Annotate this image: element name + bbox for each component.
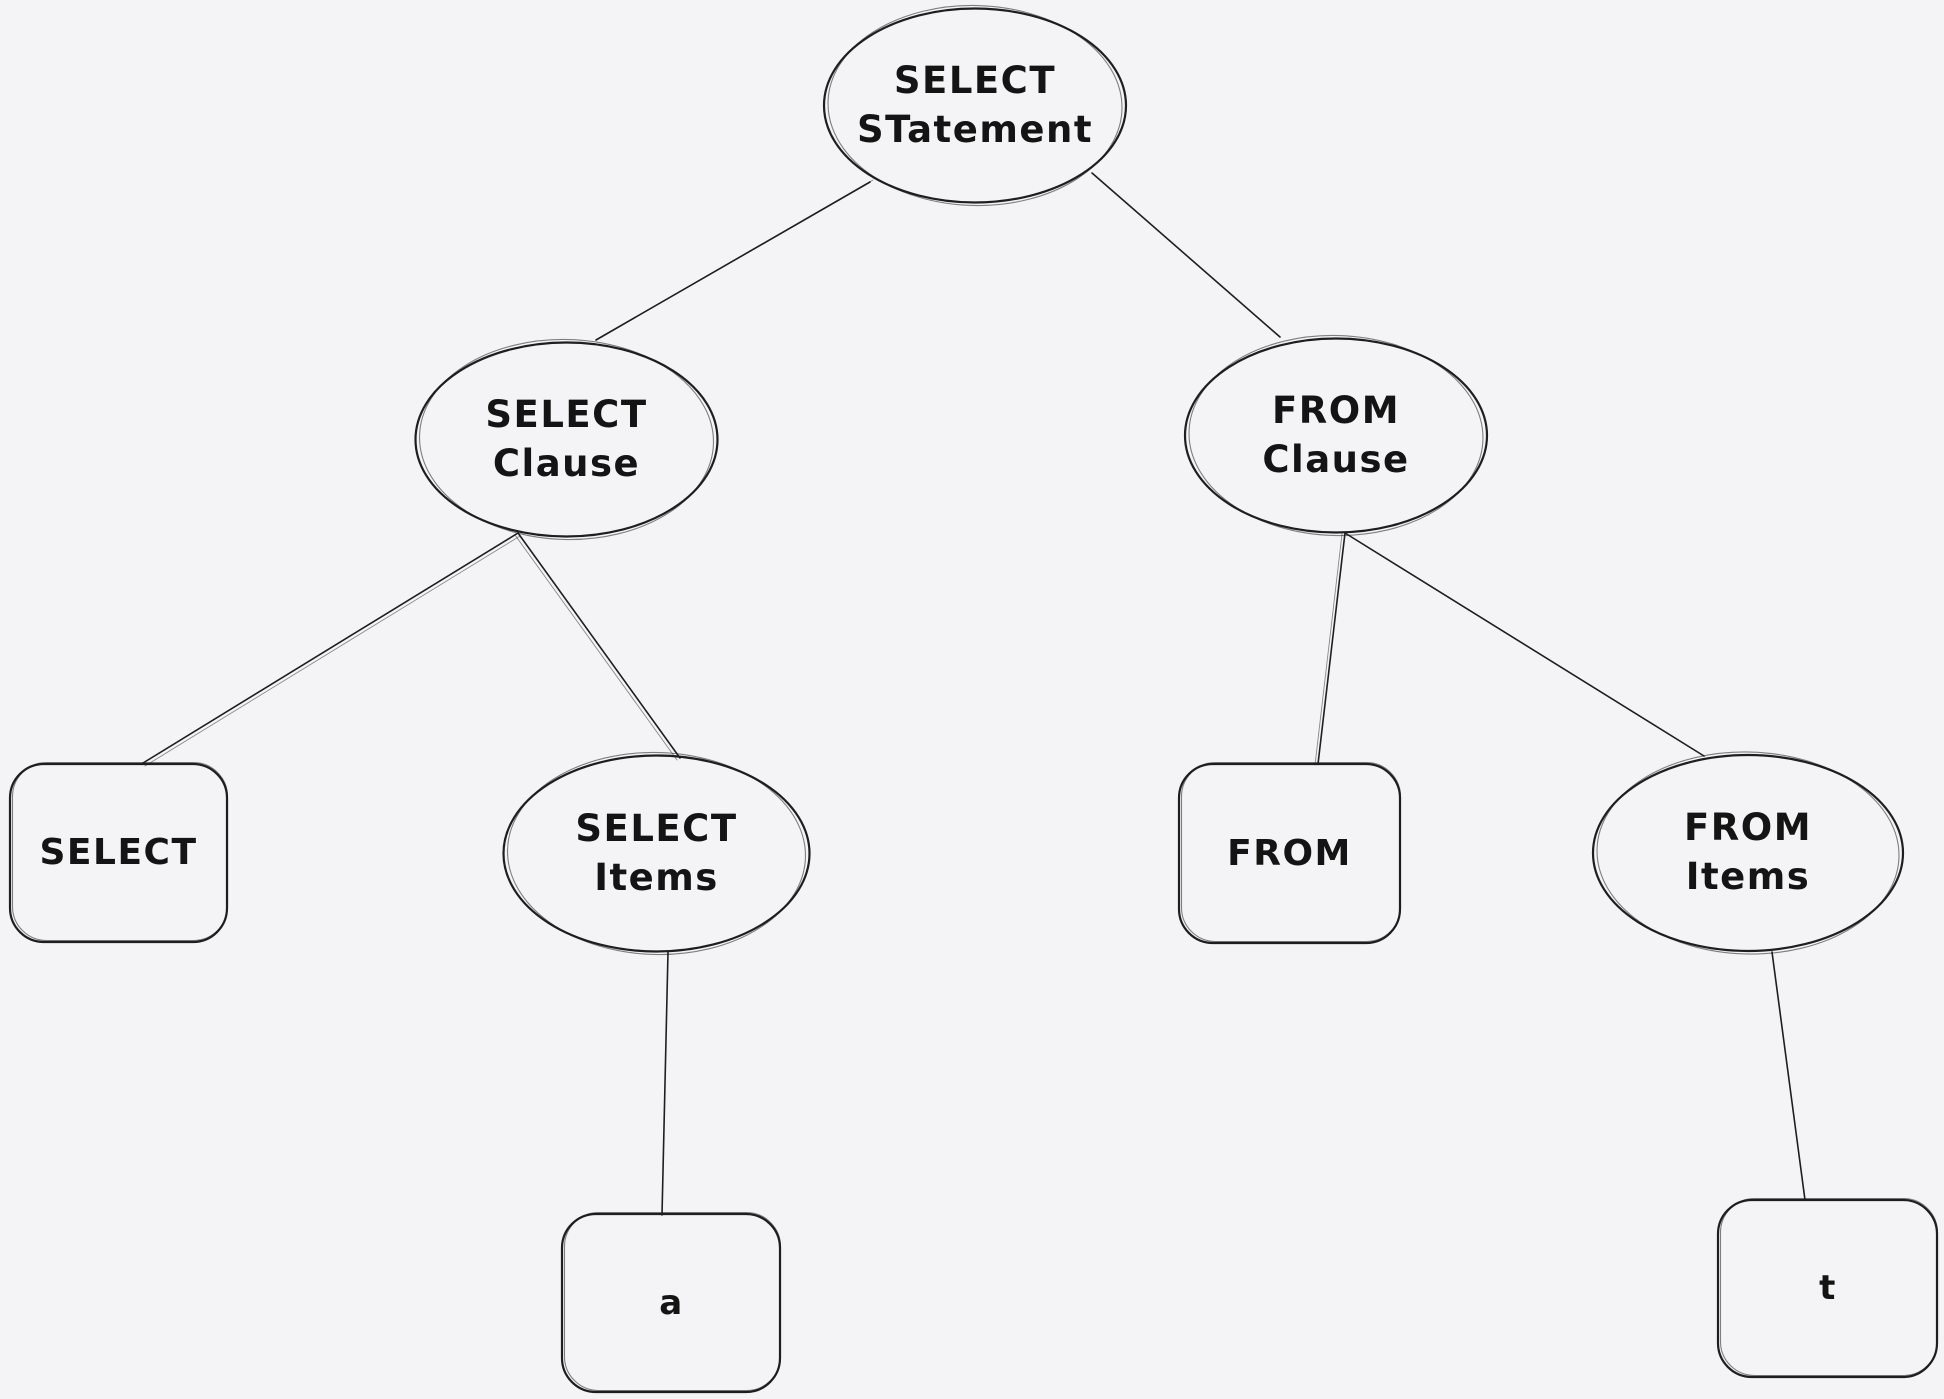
node-from-clause-shape[interactable] [1183,331,1489,539]
edge-from-clause-to-from-items[interactable] [1344,532,1705,757]
edge-select-statement-to-from-clause[interactable] [1091,172,1281,338]
node-from-keyword-shape[interactable] [1177,761,1402,945]
node-item-a-shape[interactable] [560,1211,782,1394]
edge-select-items-to-item-a[interactable] [661,951,669,1216]
edge-select-statement-to-select-clause[interactable] [595,179,874,341]
node-select-keyword-shape[interactable] [8,761,229,944]
edge-select-clause-to-select-keyword[interactable] [142,532,521,767]
node-item-t-shape[interactable] [1716,1197,1939,1379]
node-select-items-shape[interactable] [502,749,811,959]
edge-from-clause-to-from-keyword[interactable] [1314,532,1346,766]
edge-select-clause-to-select-items[interactable] [514,532,681,761]
edge-from-items-to-item-t[interactable] [1771,951,1806,1201]
node-from-items-shape[interactable] [1591,748,1905,958]
node-select-statement-shape[interactable] [822,2,1128,209]
node-select-clause-shape[interactable] [414,335,719,543]
